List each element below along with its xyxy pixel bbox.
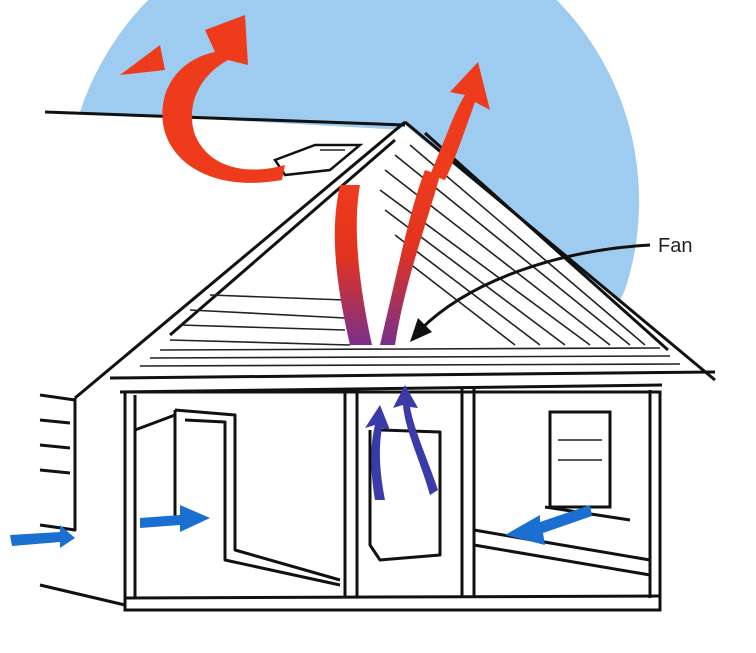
indoor-air-arrow: [365, 385, 438, 500]
hot-air-arrow: [120, 15, 490, 345]
sky-background: [80, 0, 640, 300]
fan-label: Fan: [658, 235, 692, 257]
cool-air-arrow: [10, 505, 592, 548]
window: [544, 410, 631, 522]
fan-callout: Fan: [410, 235, 692, 342]
